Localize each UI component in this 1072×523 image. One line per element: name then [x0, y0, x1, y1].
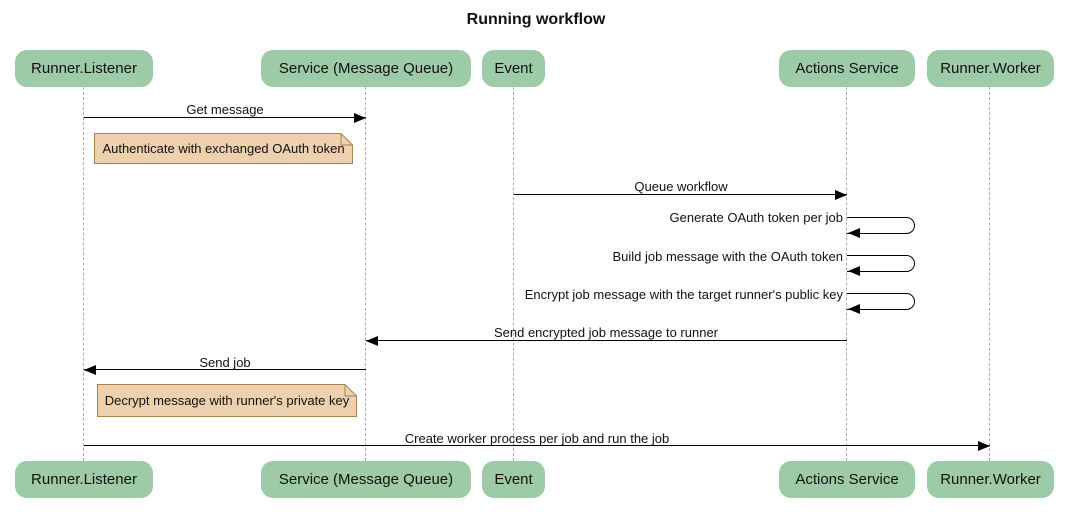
- lifeline-service-message-queue: [365, 87, 366, 461]
- message-label-build-job-message: Build job message with the OAuth token: [612, 249, 843, 264]
- message-line-queue-workflow: [514, 194, 847, 195]
- arrowhead-right: [835, 190, 847, 200]
- message-label-create-worker-process: Create worker process per job and run th…: [404, 431, 670, 446]
- message-label-send-job: Send job: [199, 355, 251, 370]
- lifeline-actions-service: [846, 87, 847, 461]
- arrowhead-left: [848, 228, 860, 238]
- self-loop: [847, 255, 915, 272]
- participant-actions-service-bottom: Actions Service: [779, 461, 915, 498]
- note-shape: [97, 384, 357, 417]
- participant-event-top: Event: [482, 50, 545, 87]
- message-line-send-job: [84, 369, 366, 370]
- participant-service-message-queue-bottom: Service (Message Queue): [261, 461, 471, 498]
- message-label-get-message: Get message: [186, 102, 264, 117]
- note-decrypt: Decrypt message with runner's private ke…: [97, 384, 357, 417]
- participant-runner-worker-bottom: Runner.Worker: [927, 461, 1054, 498]
- self-loop: [847, 217, 915, 234]
- arrowhead-right: [978, 441, 990, 451]
- lifeline-runner-listener: [83, 87, 84, 461]
- message-line-send-encrypted-job-message: [366, 340, 847, 341]
- arrowhead-left: [84, 365, 96, 375]
- participant-event-bottom: Event: [482, 461, 545, 498]
- arrowhead-left: [848, 304, 860, 314]
- message-label-queue-workflow: Queue workflow: [634, 179, 728, 194]
- message-label-send-encrypted-job-message: Send encrypted job message to runner: [493, 325, 719, 340]
- note-authenticate: Authenticate with exchanged OAuth token: [94, 133, 353, 164]
- participant-service-message-queue-top: Service (Message Queue): [261, 50, 471, 87]
- message-line-create-worker-process: [84, 445, 990, 446]
- message-label-encrypt-job-message: Encrypt job message with the target runn…: [524, 287, 843, 302]
- arrowhead-left: [366, 336, 378, 346]
- note-shape: [94, 133, 353, 164]
- participant-runner-worker-top: Runner.Worker: [927, 50, 1054, 87]
- participant-runner-listener-bottom: Runner.Listener: [15, 461, 153, 498]
- participant-runner-listener-top: Runner.Listener: [15, 50, 153, 87]
- self-loop: [847, 293, 915, 310]
- message-line-get-message: [84, 117, 366, 118]
- note-text: Decrypt message with runner's private ke…: [104, 393, 350, 408]
- diagram-title: Running workflow: [466, 11, 606, 28]
- lifeline-event: [513, 87, 514, 461]
- arrowhead-left: [848, 266, 860, 276]
- note-text: Authenticate with exchanged OAuth token: [102, 141, 345, 156]
- lifeline-runner-worker: [989, 87, 990, 461]
- message-label-generate-oauth-token: Generate OAuth token per job: [669, 210, 843, 225]
- participant-actions-service-top: Actions Service: [779, 50, 915, 87]
- arrowhead-right: [354, 113, 366, 123]
